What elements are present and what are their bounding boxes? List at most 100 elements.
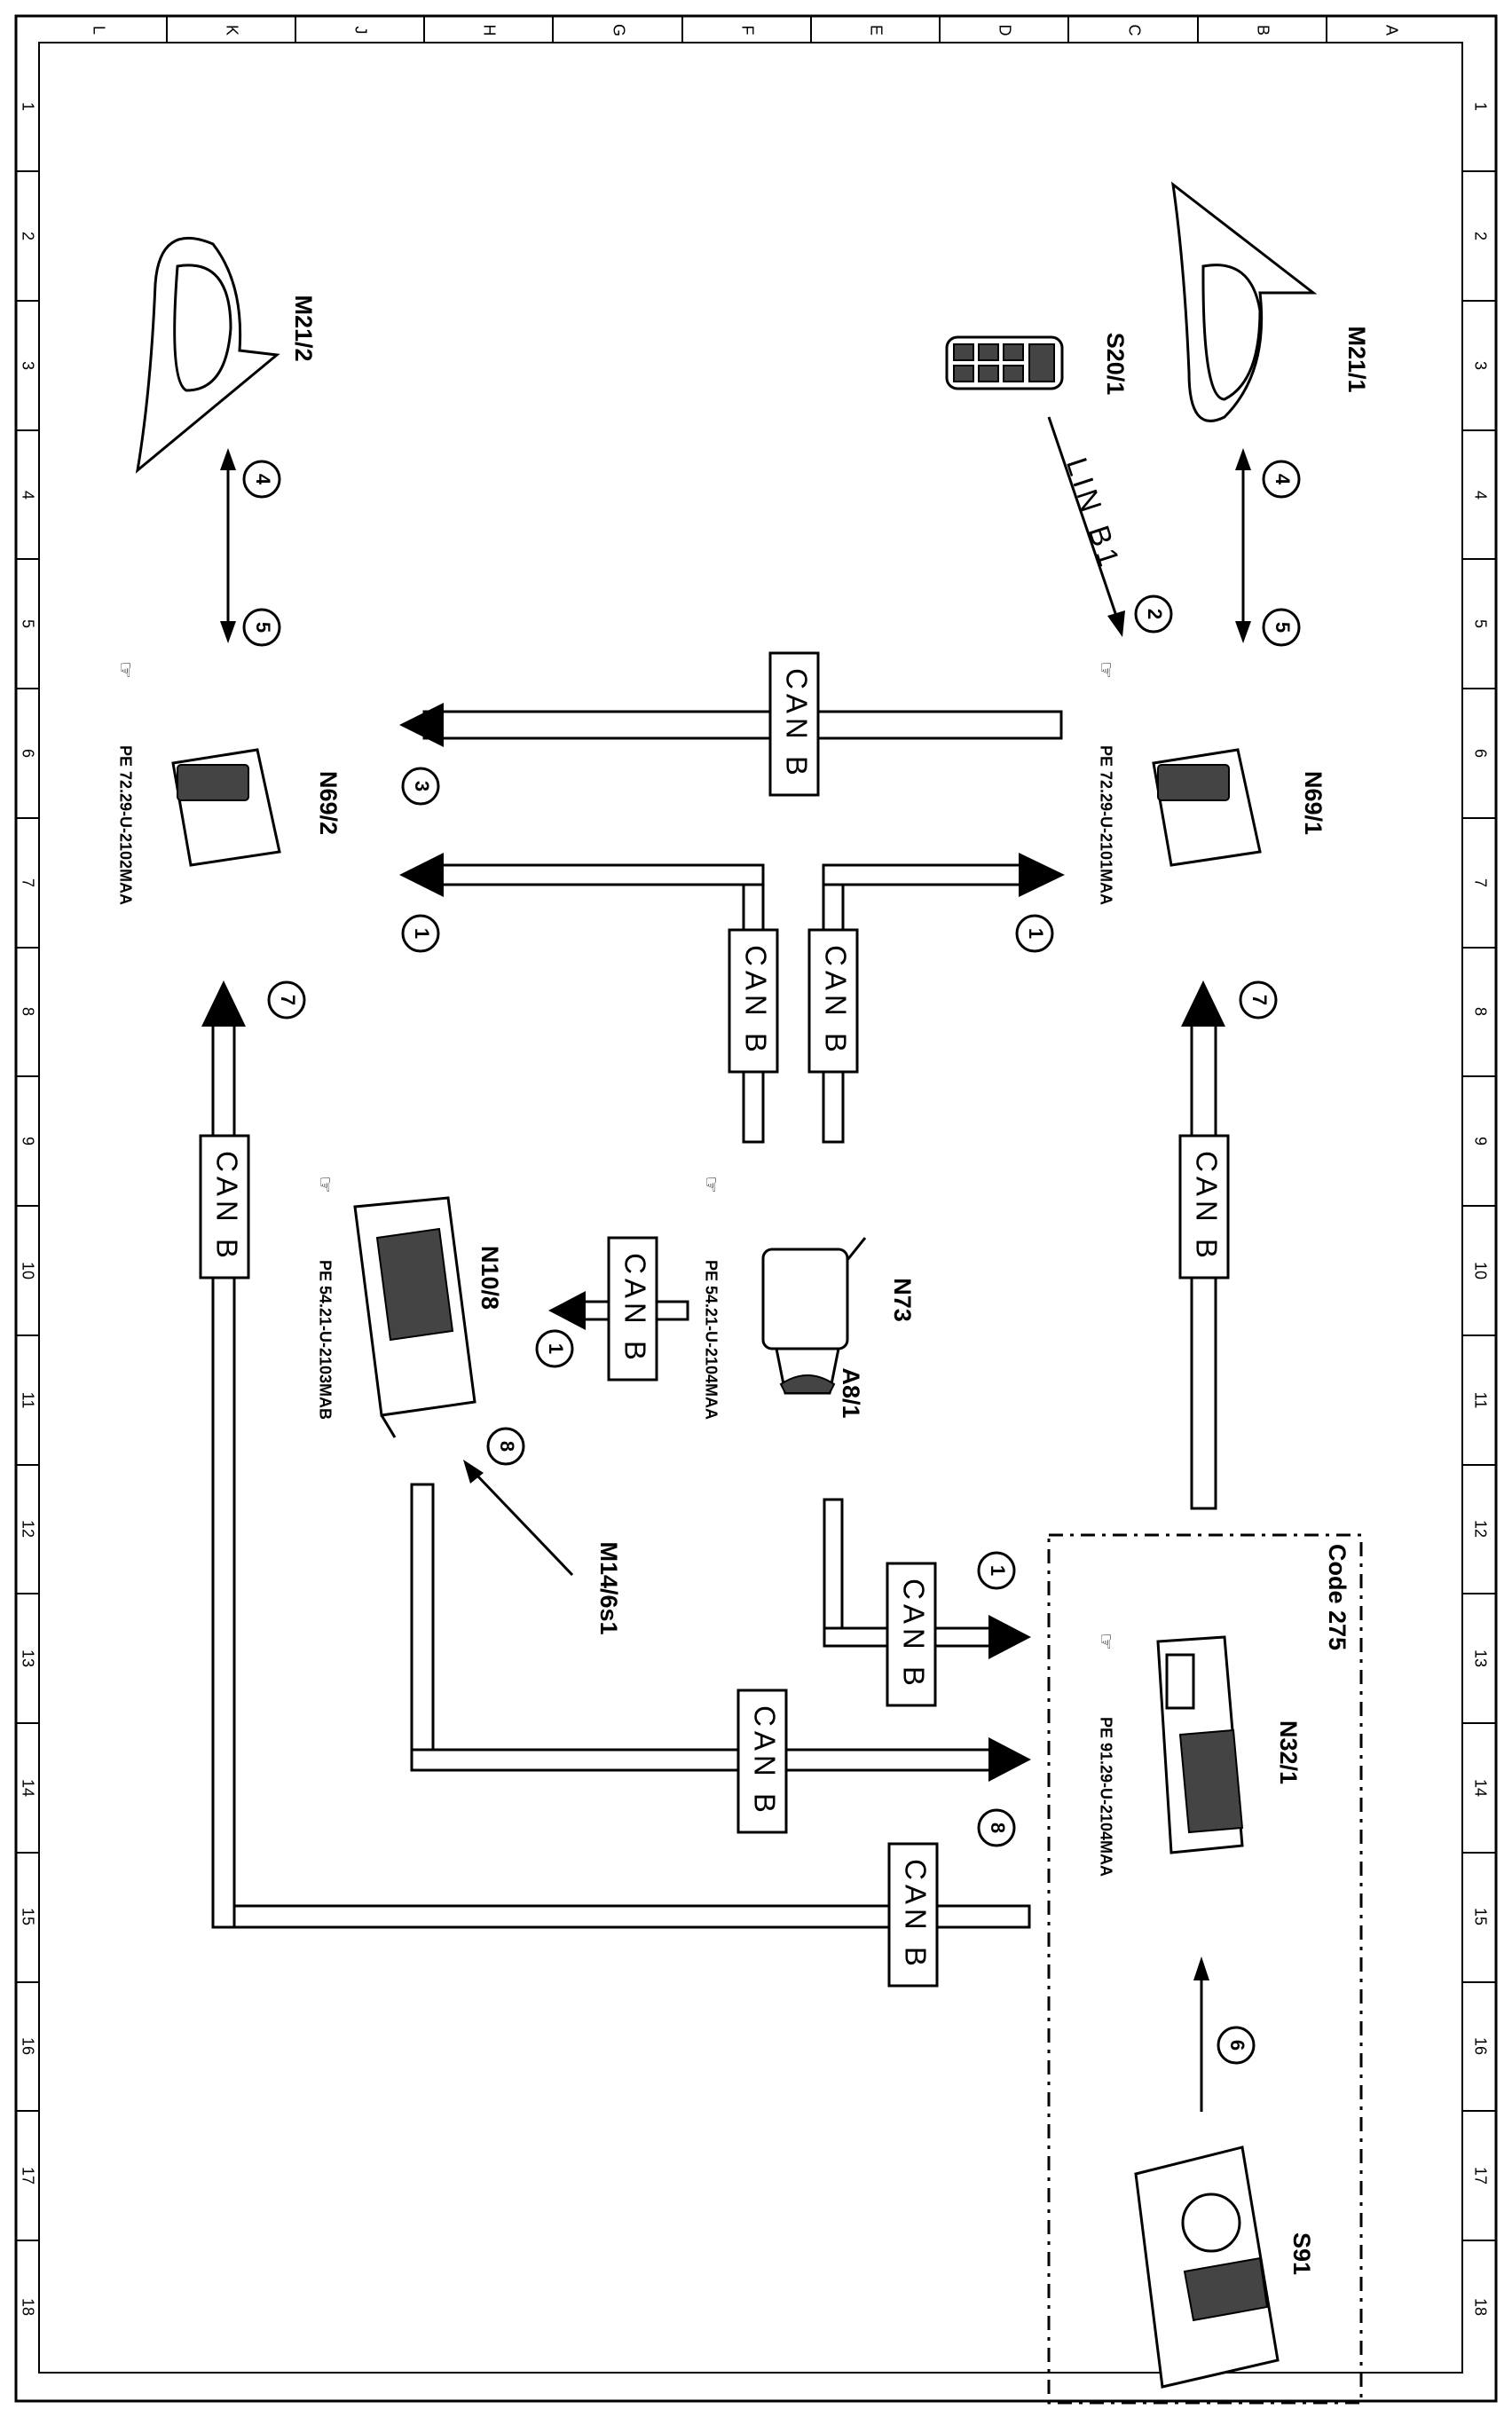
row-labels-right: 1 2 3 4 5 6 7 8 9 10 11 12 13 14 15 16 1… — [1471, 102, 1489, 2316]
row-label: 9 — [19, 1137, 36, 1146]
row-label: 2 — [19, 232, 36, 240]
can-wire-to-n69-2 — [422, 863, 765, 886]
can-badge: CAN B — [607, 1236, 658, 1382]
arrow-head — [399, 703, 444, 747]
col-label: K — [223, 25, 240, 35]
mirror-m21-1 — [1170, 181, 1318, 422]
number-circle: 4 — [242, 460, 281, 499]
module-n69-1 — [1152, 748, 1262, 867]
mirror-m21-2 — [135, 236, 280, 474]
svg-text:1: 1 — [411, 928, 433, 939]
col-label: E — [867, 25, 885, 35]
label-a8-1: A8/1 — [838, 1367, 864, 1418]
can-badge: CAN B — [807, 928, 859, 1074]
svg-text:CAN B: CAN B — [210, 1151, 243, 1263]
svg-text:1: 1 — [545, 1343, 567, 1354]
thin-arrows — [220, 416, 1251, 2112]
arrow-head — [399, 853, 444, 897]
book-icon: ☞ — [114, 661, 137, 679]
arrow-head — [1019, 853, 1065, 897]
row-label: 17 — [19, 2167, 36, 2185]
row-label: 16 — [19, 2037, 36, 2055]
number-circle: 2 — [1134, 594, 1173, 634]
svg-text:CAN B: CAN B — [897, 1579, 930, 1690]
svg-text:CAN B: CAN B — [618, 1253, 651, 1365]
ref-n32-1: ☞ PE 91.29-U-2104MAA — [1095, 1633, 1117, 1877]
module-n32-1 — [1156, 1635, 1244, 1854]
svg-text:CAN B: CAN B — [739, 945, 772, 1057]
can-wire-n10-8-n32-horiz — [410, 1748, 1004, 1772]
row-label: 5 — [1471, 619, 1489, 628]
svg-text:8: 8 — [496, 1441, 518, 1452]
svg-text:CAN B: CAN B — [819, 945, 852, 1057]
book-icon: ☞ — [700, 1176, 722, 1193]
col-label: D — [996, 25, 1013, 36]
row-label: 13 — [1471, 1649, 1489, 1667]
svg-text:7: 7 — [277, 995, 299, 1005]
row-label: 13 — [19, 1649, 36, 1667]
col-label: A — [1382, 25, 1400, 35]
col-label: J — [351, 27, 369, 35]
row-label: 4 — [1471, 491, 1489, 500]
module-n10-8 — [353, 1196, 476, 1438]
inner-frame — [38, 42, 1463, 2374]
can-badge: CAN B — [768, 651, 820, 797]
label-s91: S91 — [1288, 2232, 1315, 2275]
svg-text:8: 8 — [987, 1823, 1009, 1833]
row-label: 15 — [1471, 1908, 1489, 1925]
svg-text:CAN B: CAN B — [780, 668, 813, 780]
svg-text:1: 1 — [1025, 928, 1047, 939]
svg-text:CAN B: CAN B — [748, 1705, 781, 1817]
arrow-head — [1181, 980, 1225, 1027]
row-label: 6 — [1471, 749, 1489, 758]
row-label: 14 — [19, 1779, 36, 1797]
book-icon: ☞ — [1095, 661, 1117, 679]
row-label: 17 — [1471, 2167, 1489, 2185]
svg-text:3: 3 — [411, 781, 433, 791]
row-label: 1 — [19, 102, 36, 111]
number-circle: 1 — [1015, 914, 1054, 953]
column-dividers — [166, 16, 1327, 43]
row-label: 11 — [1471, 1392, 1489, 1409]
label-n73: N73 — [889, 1278, 916, 1322]
svg-text:7: 7 — [1248, 995, 1271, 1005]
unit-s91 — [1134, 2145, 1280, 2389]
row-label: 12 — [19, 1520, 36, 1538]
can-badge: CAN B — [728, 928, 779, 1074]
can-wire-n73-n32 — [823, 1498, 844, 1648]
number-circle: 8 — [977, 1808, 1016, 1847]
svg-text:4: 4 — [1272, 474, 1294, 485]
svg-text:1: 1 — [987, 1565, 1009, 1576]
number-circle: 6 — [1217, 2026, 1256, 2065]
svg-text:2: 2 — [1144, 609, 1166, 619]
row-label: 9 — [1471, 1137, 1489, 1146]
number-circle: 8 — [486, 1427, 525, 1466]
row-label: 8 — [1471, 1007, 1489, 1016]
label-n69-2: N69/2 — [315, 771, 342, 835]
svg-text:CAN B: CAN B — [1190, 1151, 1223, 1263]
svg-text:6: 6 — [1226, 2040, 1248, 2051]
row-label: 1 — [1471, 102, 1489, 111]
row-label: 11 — [19, 1392, 36, 1409]
row-label: 6 — [19, 749, 36, 758]
outer-frame — [14, 14, 1498, 2403]
label-m21-1: M21/1 — [1343, 326, 1370, 392]
arrow-head — [201, 980, 246, 1027]
row-label: 10 — [1471, 1262, 1489, 1279]
label-s20-1: S20/1 — [1102, 333, 1129, 396]
book-icon: ☞ — [1095, 1633, 1117, 1650]
number-circle: 5 — [1262, 608, 1301, 647]
column-labels: L K J H G F E D C B A — [90, 24, 1400, 36]
number-circle: 4 — [1262, 460, 1301, 499]
row-label: 7 — [1471, 878, 1489, 887]
label-m21-2: M21/2 — [290, 295, 317, 361]
svg-text:PE 54.21-U-2104MAA: PE 54.21-U-2104MAA — [702, 1260, 720, 1420]
row-label: 14 — [1471, 1779, 1489, 1797]
row-label: 16 — [1471, 2037, 1489, 2055]
svg-text:5: 5 — [252, 622, 274, 633]
row-label: 3 — [1471, 361, 1489, 370]
switch-s20-1 — [945, 335, 1064, 390]
number-circle: 1 — [977, 1551, 1016, 1590]
col-label: H — [480, 25, 498, 36]
row-label: 8 — [19, 1007, 36, 1016]
